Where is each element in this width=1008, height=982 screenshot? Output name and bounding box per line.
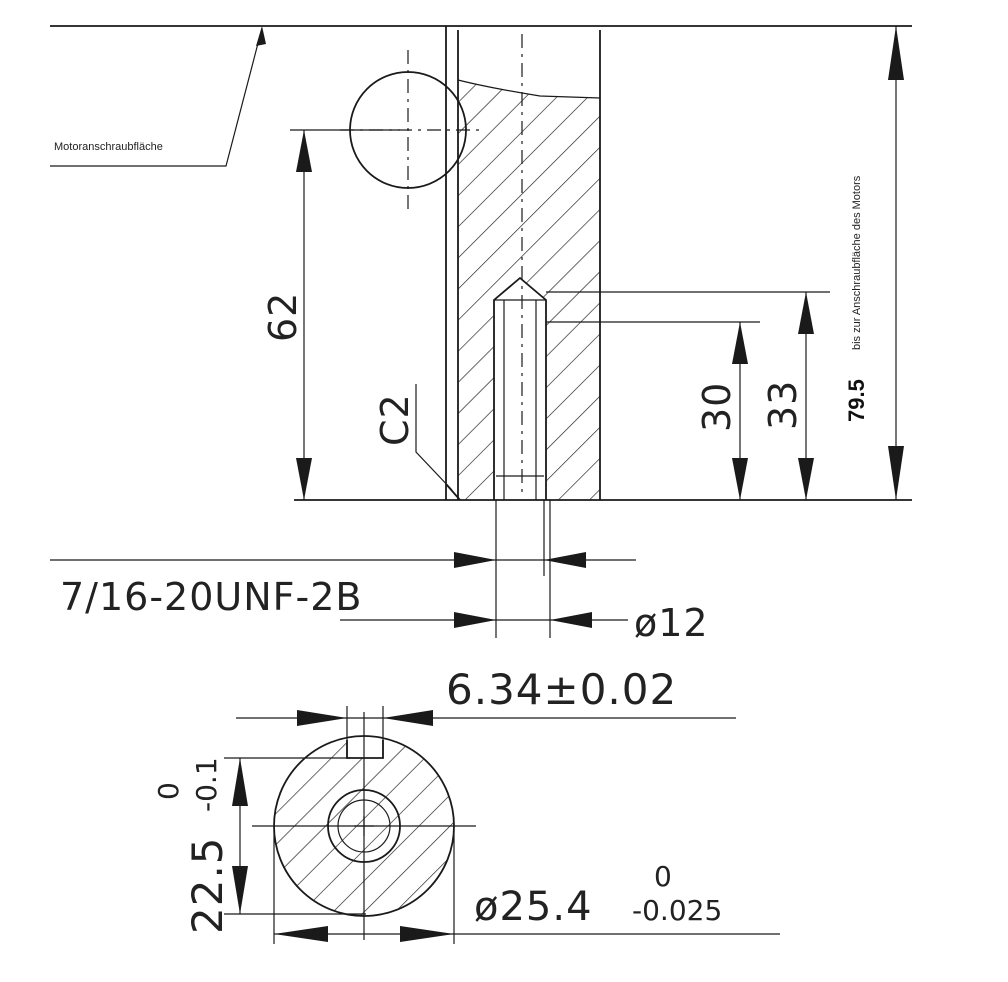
dim-33-label: 33 — [761, 380, 805, 430]
chamfer-leader — [415, 384, 453, 491]
bore-dia-label: ø12 — [634, 601, 709, 645]
thread-dimensions: 7/16-20UNF-2B ø12 — [50, 500, 709, 645]
shaft-dia-lower-tol: -0.025 — [632, 894, 722, 927]
bore-arrow-left — [454, 612, 496, 628]
dim-79-5-value: 79.5 — [844, 379, 869, 422]
cross-section-view: 6.34±0.02 22.5 0 -0.1 ø25.4 0 -0.025 — [152, 665, 780, 944]
thread-arrow-right — [544, 552, 586, 568]
dim-62-arrow-bottom — [296, 458, 312, 500]
dim-79-5-arrow-bottom — [888, 446, 904, 500]
keyway-cut — [347, 736, 383, 758]
shaft-dia-arrow-left — [274, 926, 328, 942]
dim-30-label: 30 — [695, 382, 739, 432]
shaft-section-hatch — [458, 80, 600, 500]
shaft-dia-nominal: ø25.4 — [474, 884, 593, 930]
tapped-hole-outline — [493, 276, 547, 500]
dim-33-arrow-top — [798, 292, 814, 334]
dim-30-arrow-bottom — [732, 458, 748, 500]
key-width-label: 6.34±0.02 — [446, 665, 677, 714]
key-width-arrow-left — [297, 710, 347, 726]
dim-62-label: 62 — [261, 292, 305, 342]
mounting-surface-leader — [50, 27, 263, 167]
dim-62-arrow-top — [296, 130, 312, 172]
dim-79-5-arrow-top — [888, 26, 904, 80]
bore-arrow-right — [550, 612, 592, 628]
chamfer-label: C2 — [373, 393, 417, 446]
mounting-surface-label: Motoranschraubfläche — [54, 141, 163, 153]
dim-33-arrow-bottom — [798, 458, 814, 500]
dim-79-5-note: bis zur Anschraubfläche des Motors — [851, 175, 863, 350]
key-depth-arrow-bottom — [232, 866, 248, 914]
key-width-arrow-right — [383, 710, 433, 726]
keyway-break-line — [457, 79, 601, 99]
shaft-dia-arrow-right — [400, 926, 454, 942]
shaft-dia-upper-tol: 0 — [654, 860, 672, 893]
thread-label: 7/16-20UNF-2B — [60, 575, 362, 619]
key-depth-arrow-top — [232, 758, 248, 806]
thread-arrow-left — [454, 552, 496, 568]
elevation-view: Motoranschraubfläche C2 62 — [50, 25, 912, 501]
leader-arrowhead — [256, 26, 266, 46]
key-depth-upper-tol: 0 — [152, 782, 185, 800]
dim-30-arrow-top — [732, 322, 748, 364]
key-depth-nominal: 22.5 — [183, 836, 232, 934]
key-depth-lower-tol: -0.1 — [190, 757, 223, 812]
